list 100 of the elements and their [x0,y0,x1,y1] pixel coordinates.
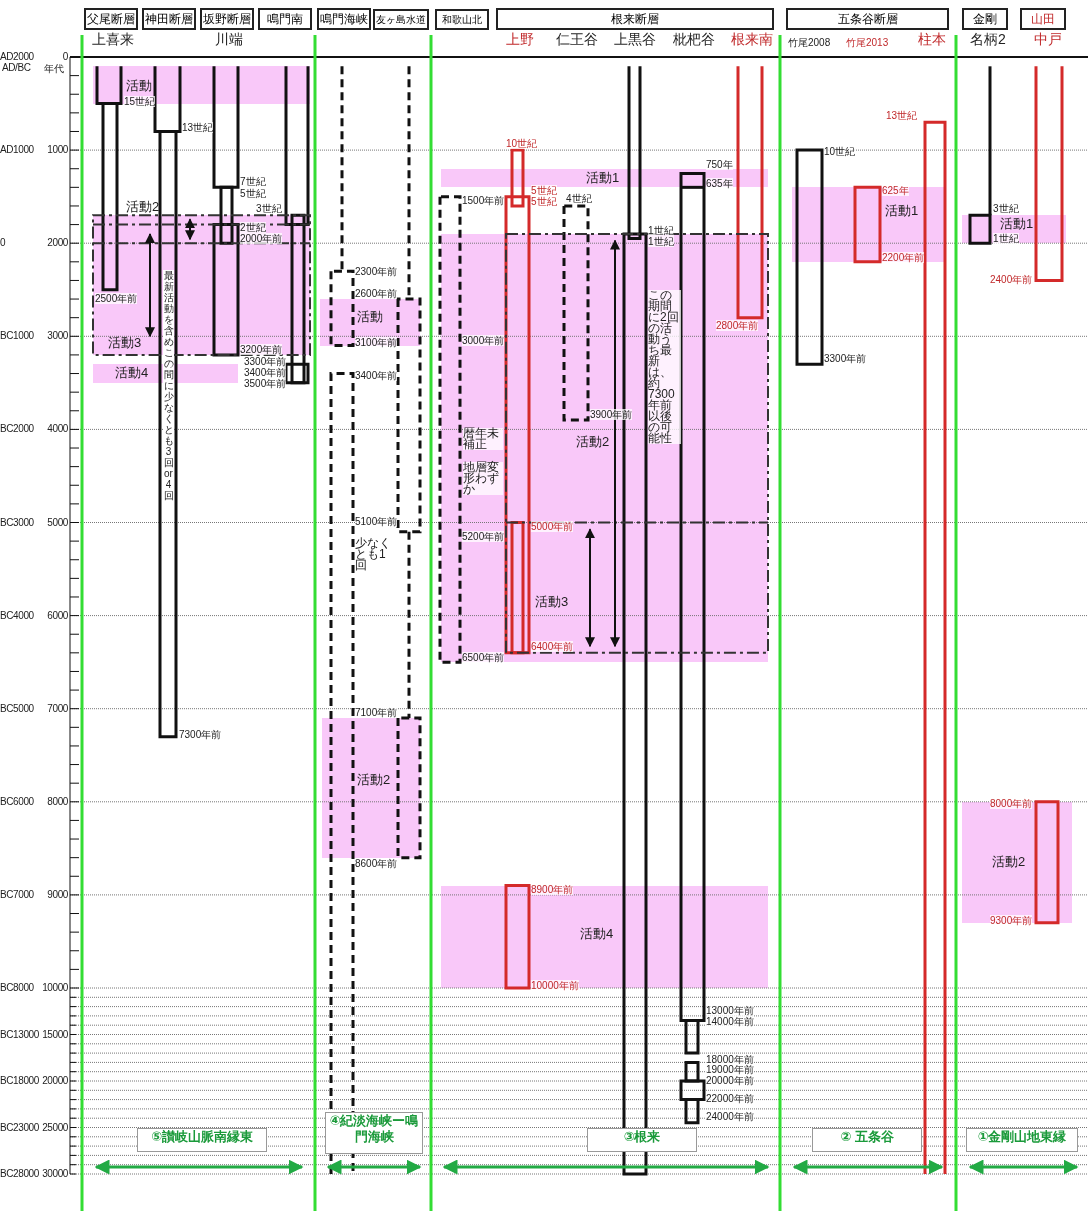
column-heading: 枇杷谷 [673,31,715,49]
fault-name-box: 神田断層 [142,8,196,30]
age-label: 3400年前 [244,367,287,378]
axis-label: 4000 [47,423,68,435]
age-label: 20000年前 [706,1075,754,1086]
axis-label: 30000 [42,1168,68,1179]
fault-name-box: 鳴門南 [258,8,312,30]
axis-label: BC28000 [0,1168,39,1179]
age-label: 7100年前 [355,707,398,718]
note-text: 最新活動を含めこの間に少なくとも3回or4回 [163,270,174,501]
age-label: 3300年前 [244,356,287,367]
age-label: 2800年前 [716,320,759,331]
fault-name-box: 父尾断層 [84,8,138,30]
axis-label: 9000 [47,888,68,900]
axis-label: AD2000 [0,51,34,62]
axis-label: 6000 [47,609,68,621]
note-text: 暦年未補正 [463,428,503,450]
age-label: 1世紀 [648,236,674,247]
age-label: 10000年前 [531,980,579,991]
age-label: 1世紀 [993,233,1019,244]
axis-label: BC8000 [0,982,34,993]
age-label: 15世紀 [124,96,156,107]
axis-label: 5000 [47,516,68,528]
age-label: 1世紀 [648,225,674,236]
age-label: 6400年前 [531,641,574,652]
region-name-box: ② 五条谷 [812,1128,922,1152]
age-label: 8000年前 [990,798,1033,809]
region-name-box: ①金剛山地東縁 [966,1128,1078,1152]
age-label: 2000年前 [240,233,283,244]
axis-label: 0 [62,51,68,62]
fault-name-box: 鳴門海峡 [317,8,371,30]
age-label: 5100年前 [355,516,398,527]
age-label: 24000年前 [706,1111,754,1122]
region-name-box: ④紀淡海峡ー鳴門海峡 [325,1112,423,1154]
axis-label: BC18000 [0,1075,39,1086]
column-heading: 竹尾2008 [788,36,831,50]
age-label: 7300年前 [179,729,222,740]
fault-name-box: 坂野断層 [200,8,254,30]
axis-label: 25000 [42,1121,68,1133]
age-label: 2200年前 [882,252,925,263]
axis-label: BC7000 [0,888,34,900]
age-label: 5世紀 [531,185,557,196]
axis-label: 15000 [42,1028,68,1040]
activity-label: 活動3 [108,334,142,352]
region-name-box: ③根来 [587,1128,697,1152]
age-label: 750年 [706,159,733,170]
age-label: 3世紀 [256,203,282,214]
age-label: 2300年前 [355,266,398,277]
axis-label: BC6000 [0,795,34,807]
age-label: 5世紀 [531,196,557,207]
note-text: この期間に2回の活動うち最新は、約7300年前以後の可能性 [648,290,681,444]
axis-label: 0 [0,237,6,249]
axis-label: BC1000 [0,330,34,342]
column-heading: 根来南 [731,31,773,49]
axis-label: BC13000 [0,1028,39,1040]
column-heading: 上喜来 [92,31,134,49]
axis-label: 2000 [47,237,68,249]
age-label: 2世紀 [240,222,266,233]
axis-label: 年代 [44,62,64,76]
age-label: 3900年前 [590,409,633,420]
fault-name-box: 根来断層 [496,8,774,30]
age-label: 3100年前 [355,337,398,348]
age-label: 625年 [882,185,909,196]
activity-band: 活動2 [322,718,420,858]
age-label: 14000年前 [706,1016,754,1027]
axis-label: 1000 [47,144,68,156]
axis-label: AD1000 [0,144,34,156]
axis-label: 20000 [42,1075,68,1086]
age-label: 10世紀 [506,138,538,149]
column-heading: 川端 [215,31,243,49]
age-label: 2400年前 [990,274,1033,285]
age-label: 2500年前 [95,293,138,304]
age-label: 6500年前 [462,652,505,663]
age-label: 3000年前 [462,335,505,346]
age-label: 9300年前 [990,915,1033,926]
axis-label: 10000 [42,982,68,993]
age-label: 3300年前 [824,353,867,364]
fault-name-box: 金剛 [962,8,1008,30]
column-heading: 柱本 [918,31,946,49]
column-heading: 名柄2 [970,31,1006,49]
age-label: 5000年前 [531,521,574,532]
age-label: 5200年前 [462,531,505,542]
activity-label: 活動3 [535,593,569,611]
axis-label: BC5000 [0,702,34,714]
fault-name-box: 和歌山北 [435,9,489,30]
axis-label: BC23000 [0,1121,39,1133]
age-label: 635年 [706,178,733,189]
column-heading: 仁王谷 [556,31,598,49]
note-text: 地層変形わずか [463,462,503,495]
fault-name-box: 五条谷断層 [786,8,949,30]
axis-label: AD/BC [2,62,31,73]
column-heading: 上野 [506,31,534,49]
axis-label: BC3000 [0,516,34,528]
column-heading: 上黒谷 [614,31,656,49]
axis-label: 8000 [47,795,68,807]
axis-label: 7000 [47,702,68,714]
age-label: 10世紀 [824,146,856,157]
axis-label: BC2000 [0,423,34,435]
age-label: 13世紀 [886,110,918,121]
axis-label: BC4000 [0,609,34,621]
